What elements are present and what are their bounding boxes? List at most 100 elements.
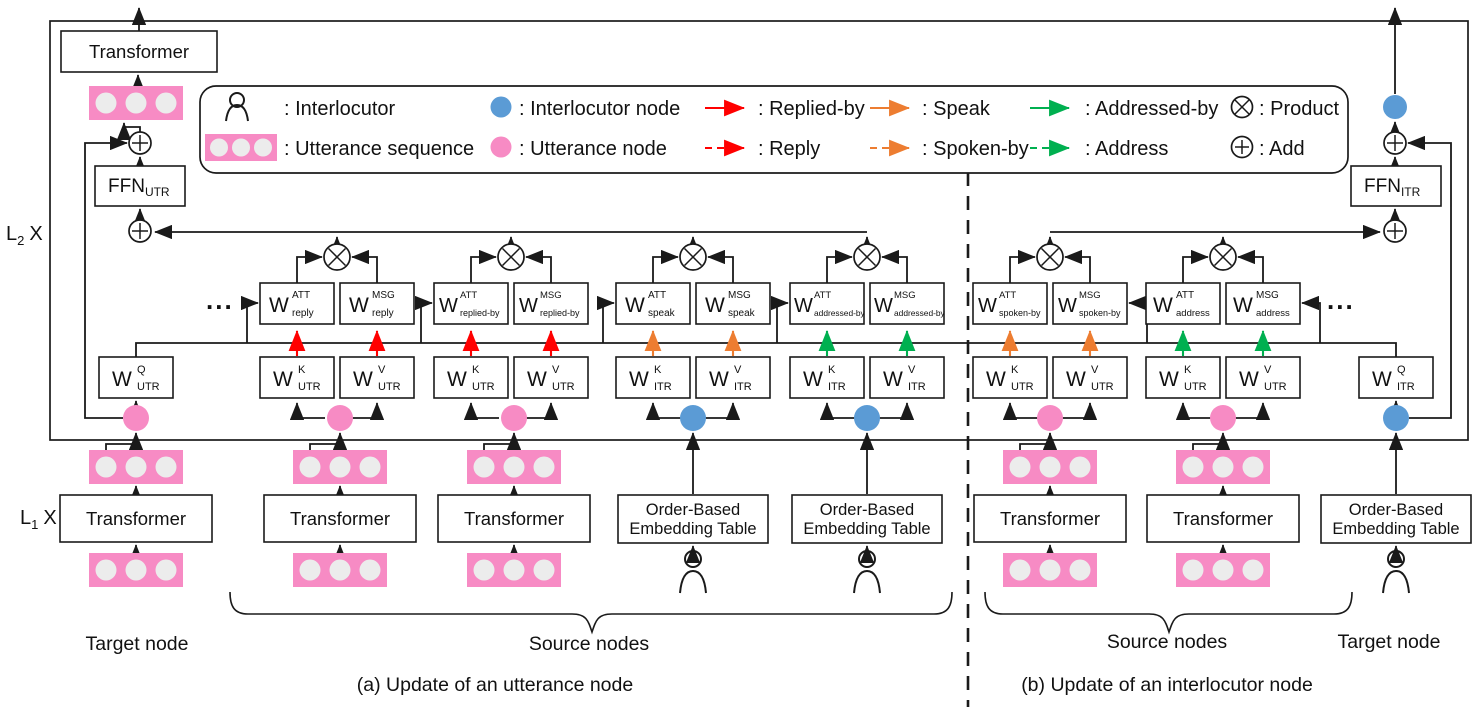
svg-text:W: W [519, 295, 538, 317]
legend-label: : Utterance sequence [284, 138, 474, 160]
output-transformer-box: Transformer [60, 30, 218, 73]
utterance-sequence [89, 553, 183, 587]
legend-label: : Reply [758, 138, 820, 160]
svg-text:address: address [1176, 308, 1210, 319]
product-operators [323, 243, 1237, 271]
svg-text:W: W [1153, 294, 1173, 317]
svg-text:FFNITR: FFNITR [1364, 176, 1421, 199]
svg-text:W: W [709, 368, 729, 391]
svg-text:MSG: MSG [1079, 290, 1101, 301]
svg-text:addressed-by: addressed-by [814, 308, 866, 318]
svg-text:replied-by: replied-by [460, 308, 500, 318]
ellipsis-right: ... [1327, 285, 1355, 315]
svg-text:speak: speak [648, 308, 676, 319]
svg-text:K: K [654, 364, 662, 376]
svg-text:W: W [439, 295, 458, 317]
utterance-sequence [467, 553, 561, 587]
l2-block-frame [49, 20, 1469, 441]
svg-text:UTR: UTR [1184, 381, 1207, 393]
product-icon [679, 243, 707, 271]
svg-text:Transformer: Transformer [89, 41, 189, 62]
legend-label: : Interlocutor node [519, 98, 680, 120]
source-nodes-label-b: Source nodes [1107, 631, 1228, 653]
transformer-box: Transformer [59, 494, 213, 543]
ffn-utr-box: FFNUTR [94, 165, 186, 207]
svg-text:ITR: ITR [654, 381, 672, 393]
svg-text:W: W [986, 368, 1006, 391]
person-icon [225, 92, 249, 122]
svg-text:UTR: UTR [1011, 381, 1034, 393]
legend-label: : Replied-by [758, 98, 865, 120]
utterance-node-icon [490, 136, 512, 158]
svg-text:Transformer: Transformer [86, 508, 186, 529]
svg-text:UTR: UTR [298, 381, 321, 393]
svg-text:ITR: ITR [908, 381, 926, 393]
svg-text:speak: speak [728, 308, 756, 319]
svg-text:K: K [298, 364, 306, 376]
svg-text:V: V [1091, 364, 1099, 376]
svg-text:Transformer: Transformer [1000, 508, 1100, 529]
utterance-sequence [293, 553, 387, 587]
svg-text:W: W [112, 368, 132, 391]
source-brace-b [984, 591, 1353, 635]
add-icon [128, 131, 152, 155]
svg-text:W: W [1233, 294, 1253, 317]
svg-text:Transformer: Transformer [290, 508, 390, 529]
svg-text:Q: Q [137, 364, 146, 376]
svg-text:W: W [349, 294, 369, 317]
legend-label: : Product [1259, 98, 1339, 120]
utterance-node [327, 405, 353, 431]
svg-text:MSG: MSG [1256, 290, 1279, 301]
interlocutor-node [854, 405, 880, 431]
transformer-box: Transformer [973, 494, 1127, 543]
legend: : Interlocutor : Utterance sequence : In… [199, 85, 1349, 174]
transformer-box: Transformer [263, 494, 417, 543]
svg-text:K: K [1011, 364, 1019, 376]
svg-text:UTR: UTR [137, 381, 160, 393]
svg-text:ATT: ATT [648, 290, 666, 301]
svg-text:spoken-by: spoken-by [999, 308, 1041, 318]
svg-text:K: K [1184, 364, 1192, 376]
svg-text:W: W [625, 294, 645, 317]
svg-text:W: W [874, 295, 893, 317]
svg-text:Order-Based: Order-Based [820, 501, 914, 519]
utterance-node [1037, 405, 1063, 431]
utterance-sequence [1176, 450, 1270, 484]
caption-a: (a) Update of an utterance node [357, 674, 633, 696]
svg-text:W: W [273, 368, 293, 391]
svg-text:V: V [378, 364, 386, 376]
svg-text:ATT: ATT [460, 290, 477, 301]
add-icon [1383, 131, 1407, 155]
ellipsis-left: ... [206, 285, 234, 315]
svg-text:V: V [908, 364, 916, 376]
legend-label: : Speak [922, 98, 991, 120]
svg-text:Order-Based: Order-Based [1349, 501, 1443, 519]
person-icon [1382, 550, 1410, 594]
relation-arrows [288, 329, 1272, 356]
svg-text:Embedding Table: Embedding Table [803, 520, 930, 538]
svg-text:MSG: MSG [894, 290, 916, 301]
utterance-sequence [467, 450, 561, 484]
svg-text:ATT: ATT [292, 290, 310, 301]
svg-text:W: W [353, 368, 373, 391]
svg-text:ATT: ATT [1176, 290, 1194, 301]
svg-text:W: W [527, 368, 547, 391]
utterance-sequences-row2 [89, 553, 1270, 587]
svg-text:Embedding Table: Embedding Table [629, 520, 756, 538]
svg-text:MSG: MSG [372, 290, 395, 301]
connectors [84, 7, 1452, 564]
svg-text:W: W [1066, 368, 1086, 391]
